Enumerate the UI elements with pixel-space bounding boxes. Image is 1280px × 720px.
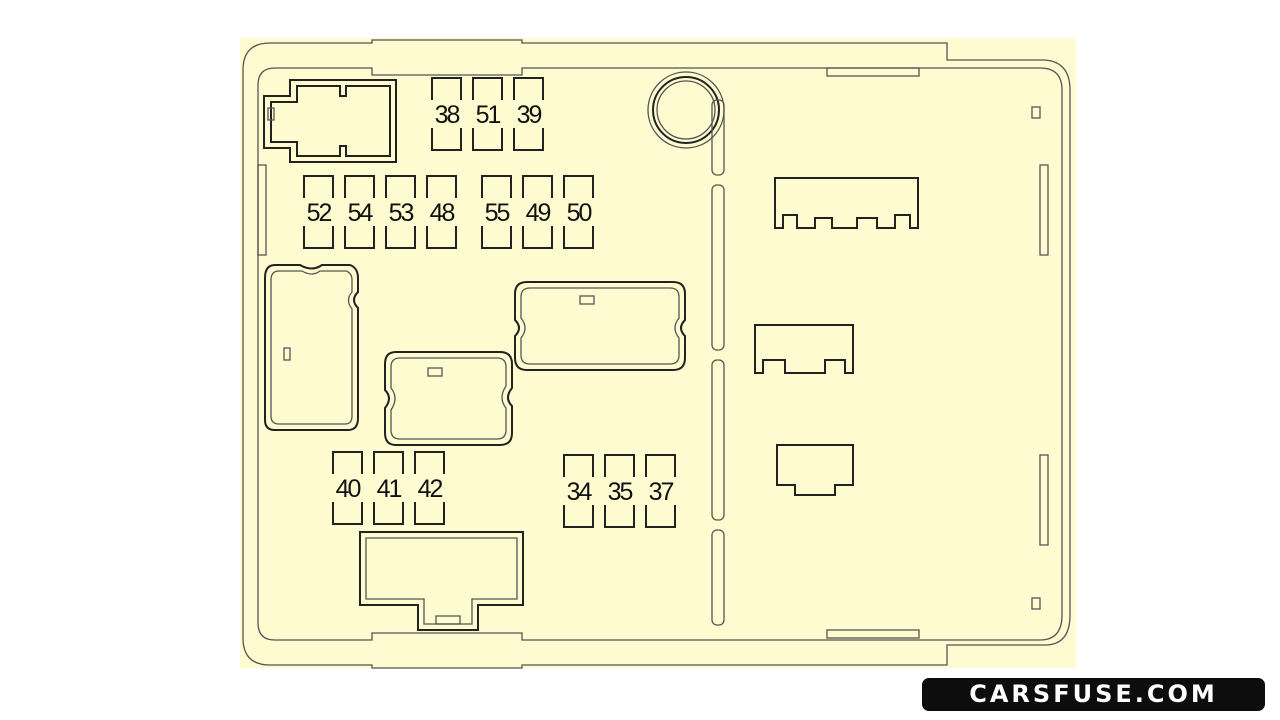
fuse-49: 49 — [522, 175, 553, 249]
fuse-outline — [604, 454, 635, 528]
fuse-39: 39 — [513, 77, 544, 151]
relay-top-left — [263, 79, 397, 163]
fuse-number: 53 — [389, 199, 414, 227]
fuse-number: 40 — [336, 475, 361, 503]
connector-right-bottom — [776, 444, 854, 496]
connector-right-top — [774, 177, 919, 229]
fuse-number: 37 — [649, 478, 674, 506]
housing-hole — [1031, 597, 1041, 610]
fuse-34: 34 — [563, 454, 594, 528]
fuse-outline — [472, 77, 503, 151]
fuse-35: 35 — [604, 454, 635, 528]
fuse-42: 42 — [414, 451, 445, 525]
fuse-outline — [481, 175, 512, 249]
fuse-51: 51 — [472, 77, 503, 151]
connector-bottom — [359, 531, 524, 631]
relay-center-small — [384, 351, 513, 446]
housing-tab — [257, 164, 267, 256]
fuse-outline — [344, 175, 375, 249]
fuse-outline — [332, 451, 363, 525]
fuse-outline — [373, 451, 404, 525]
fuse-48: 48 — [426, 175, 457, 249]
relay-center-large — [514, 281, 686, 371]
fuse-number: 35 — [608, 478, 633, 506]
fuse-outline — [563, 454, 594, 528]
fuse-outline — [426, 175, 457, 249]
housing-hole — [1031, 106, 1041, 119]
carsfuse-watermark-logo: CARSFUSE.COM — [922, 678, 1265, 711]
fuse-outline — [522, 175, 553, 249]
fuse-37: 37 — [645, 454, 676, 528]
fuse-number: 41 — [377, 475, 402, 503]
fuse-outline — [303, 175, 334, 249]
fuse-55: 55 — [481, 175, 512, 249]
fuse-number: 39 — [517, 101, 542, 129]
housing-tab — [826, 67, 920, 77]
fuse-38: 38 — [431, 77, 462, 151]
fuse-52: 52 — [303, 175, 334, 249]
fuse-number: 34 — [567, 478, 593, 506]
relay-left-vertical — [264, 264, 359, 431]
housing-tab — [1039, 454, 1049, 546]
housing-tab — [1039, 164, 1049, 256]
fuse-outline — [563, 175, 594, 249]
fuse-number: 49 — [526, 199, 551, 227]
fuse-54: 54 — [344, 175, 375, 249]
fuse-40: 40 — [332, 451, 363, 525]
fuse-number: 38 — [435, 101, 460, 129]
diagram-background — [240, 38, 1076, 668]
fuse-outline — [414, 451, 445, 525]
connector-right-middle — [754, 324, 854, 374]
divider-slots — [711, 99, 725, 626]
fuse-outline — [513, 77, 544, 151]
housing-outer — [242, 39, 1071, 669]
fuse-number: 54 — [348, 199, 374, 227]
fuse-number: 50 — [567, 199, 592, 227]
fuse-number: 51 — [476, 101, 501, 129]
fuse-outline — [645, 454, 676, 528]
housing-tab — [826, 629, 920, 639]
fuse-50: 50 — [563, 175, 594, 249]
housing-inner — [257, 67, 1063, 641]
fuse-outline — [385, 175, 416, 249]
fuse-41: 41 — [373, 451, 404, 525]
fuse-number: 42 — [418, 475, 443, 503]
fuse-number: 48 — [430, 199, 455, 227]
fuse-outline — [431, 77, 462, 151]
fuse-number: 52 — [307, 199, 332, 227]
fuse-number: 55 — [485, 199, 510, 227]
fuse-53: 53 — [385, 175, 416, 249]
